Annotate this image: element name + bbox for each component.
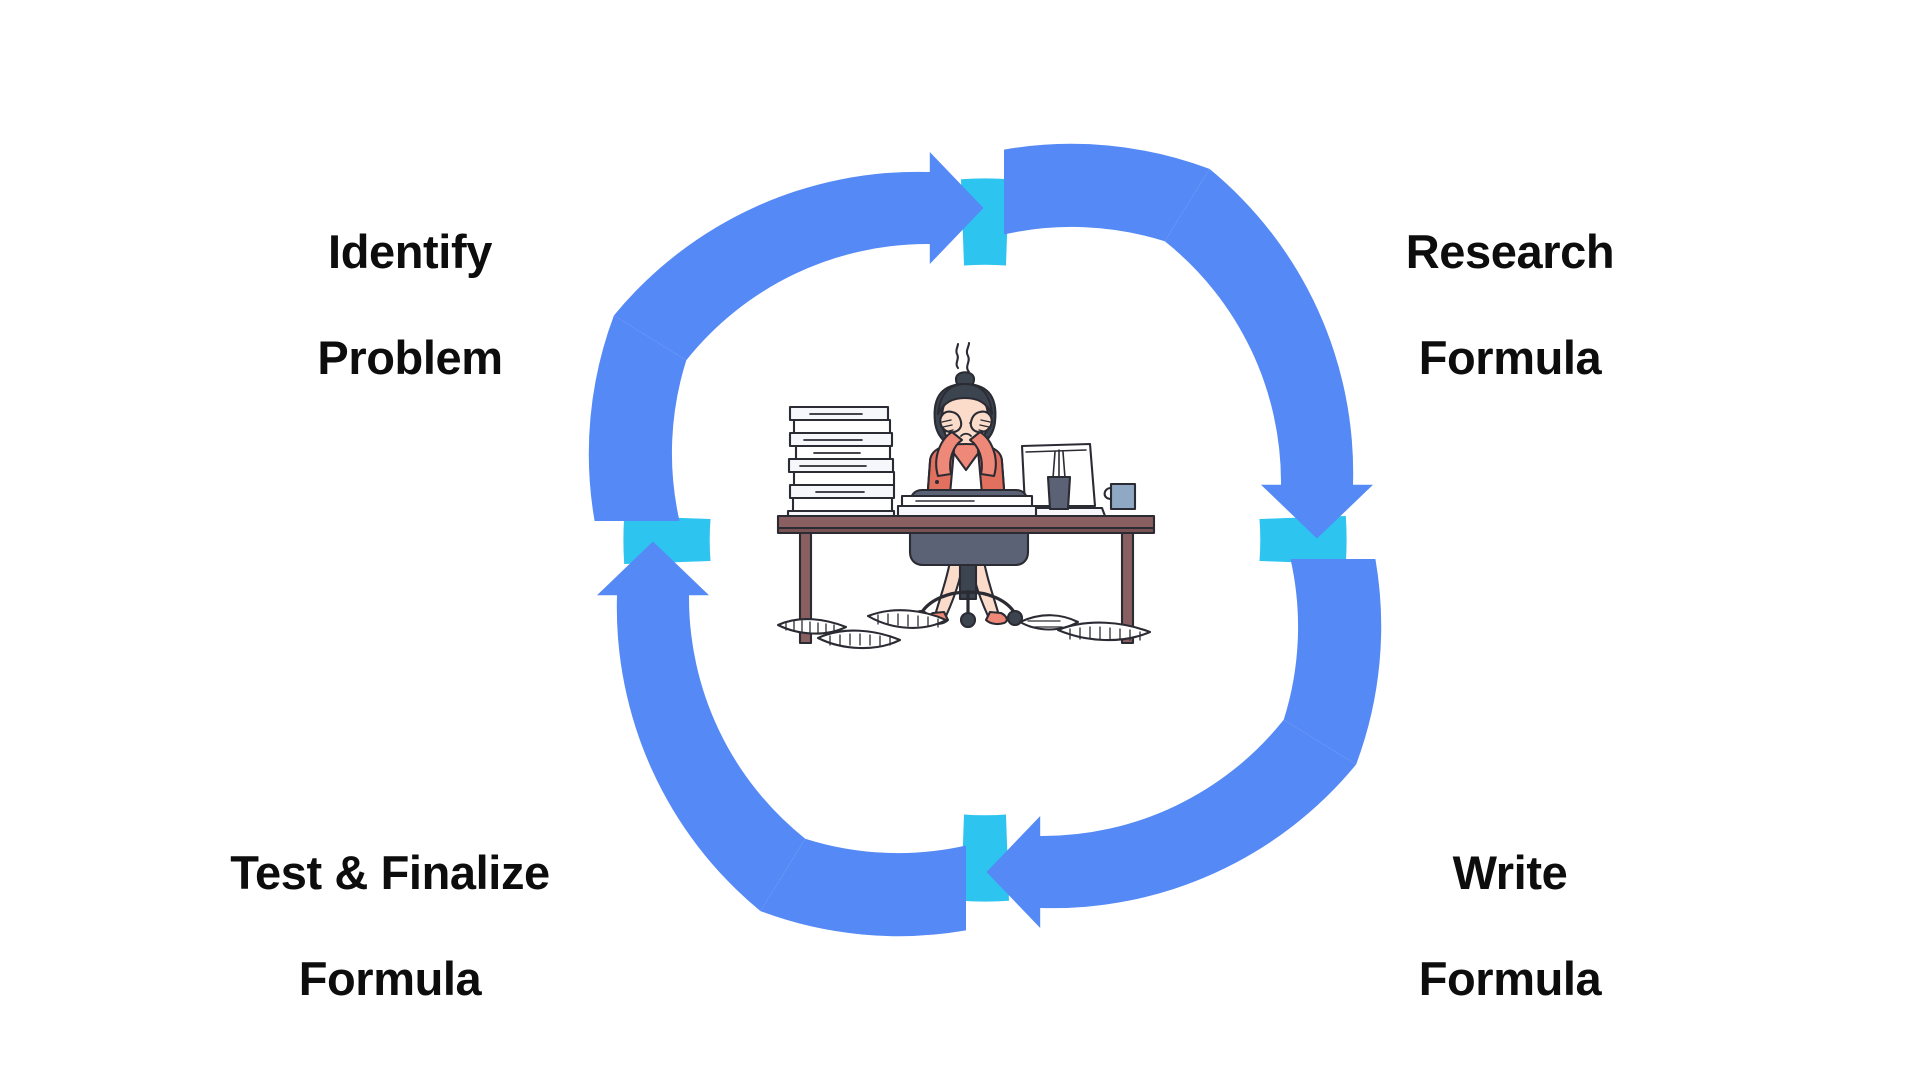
step-label-line1: Write [1452,846,1568,900]
step-label-line2: Formula [1418,331,1602,385]
step-label-line1: Identify [328,225,492,279]
step-label-test-finalize-formula: Test & Finalize Formula [180,793,600,1059]
coffee-mug [1103,482,1137,511]
paper-stack [786,405,896,526]
step-label-line1: Test & Finalize [230,846,550,900]
stressed-woman-illustration [770,330,1170,660]
step-label-line2: Formula [298,952,482,1006]
step-label-line1: Research [1405,225,1615,279]
arrow-left [597,541,966,937]
step-label-line2: Formula [1418,952,1602,1006]
arrow-right [1004,143,1373,539]
step-label-identify-problem: Identify Problem [250,172,570,438]
arrow-top-left [588,152,984,521]
scattered-papers [776,609,1152,650]
step-label-research-formula: Research Formula [1350,172,1670,438]
desk-books [896,494,1038,518]
desk [776,514,1156,645]
cycle-ring [585,140,1385,940]
pencil-cup [1046,449,1072,511]
arrow-bottom-right [986,559,1382,928]
stress-steam-lines [955,341,971,374]
step-label-line2: Problem [317,331,503,385]
step-label-write-formula: Write Formula [1350,793,1670,1059]
